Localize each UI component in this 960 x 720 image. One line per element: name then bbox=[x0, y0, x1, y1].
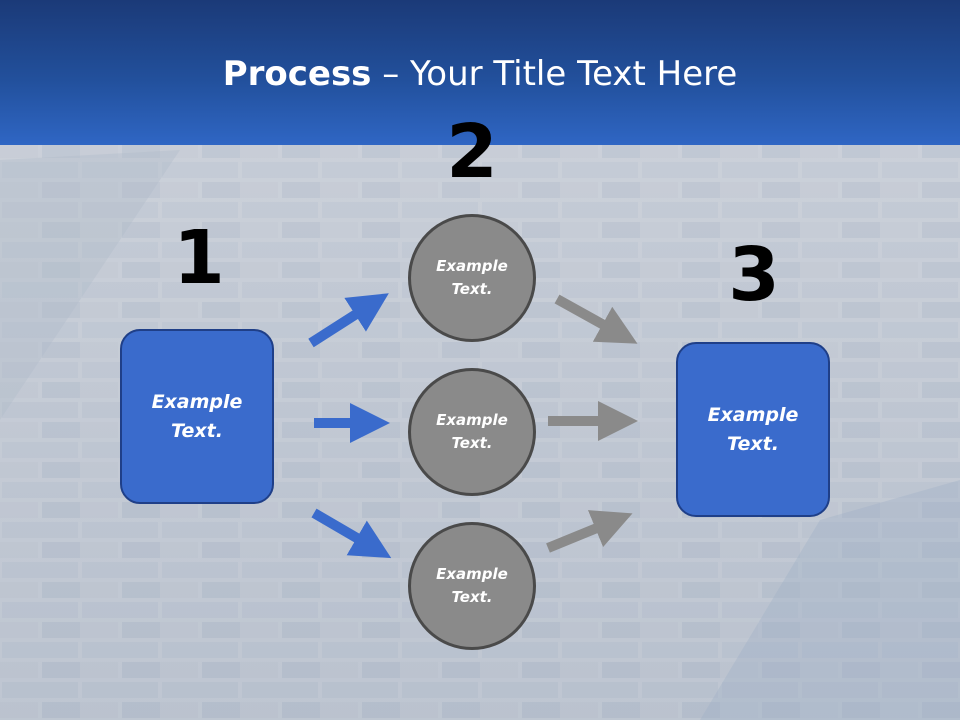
step-number-2: 2 bbox=[446, 109, 498, 195]
slide-title: Process – Your Title Text Here bbox=[0, 52, 960, 96]
title-bold: Process bbox=[222, 54, 372, 94]
step3-text: Example Text. bbox=[707, 403, 799, 455]
arrow-blue-down bbox=[311, 508, 392, 559]
circle-text: Example Text. bbox=[436, 411, 508, 452]
header-band bbox=[0, 0, 960, 145]
arrow-blue-up bbox=[308, 293, 389, 348]
circle-text: Example Text. bbox=[436, 257, 508, 298]
step-number-1: 1 bbox=[173, 215, 225, 301]
title-rest: – Your Title Text Here bbox=[371, 54, 738, 94]
step3-box: Example Text. bbox=[676, 342, 830, 517]
step2-circle-top: Example Text. bbox=[408, 214, 536, 342]
step1-box: Example Text. bbox=[120, 329, 274, 504]
arrow-gray-down bbox=[554, 294, 638, 344]
arrow-gray-up bbox=[546, 510, 633, 553]
circle-text: Example Text. bbox=[436, 565, 508, 606]
step2-circle-middle: Example Text. bbox=[408, 368, 536, 496]
step1-text: Example Text. bbox=[151, 390, 243, 442]
step2-circle-bottom: Example Text. bbox=[408, 522, 536, 650]
step-number-3: 3 bbox=[728, 232, 780, 318]
